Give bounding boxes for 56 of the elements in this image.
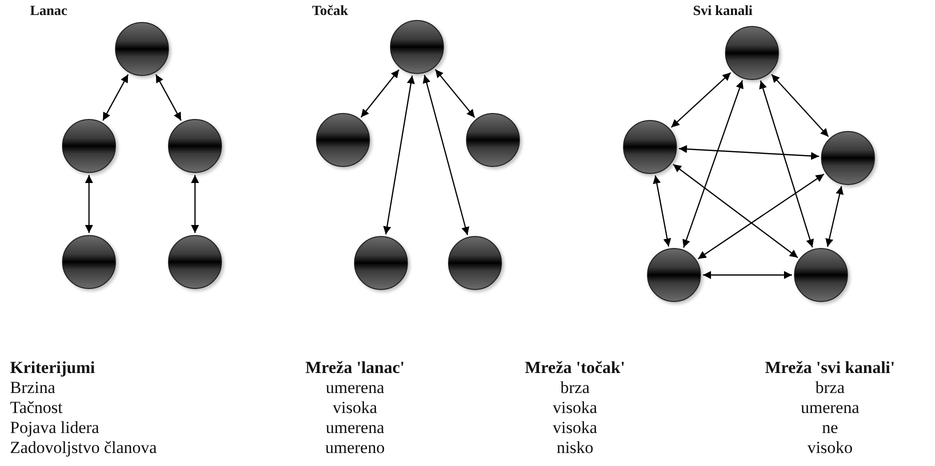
member-circle bbox=[794, 248, 848, 302]
member-circle bbox=[448, 236, 502, 290]
table-cell-text: Pojava lidera bbox=[10, 418, 100, 438]
double-arrow bbox=[422, 74, 470, 236]
table-cell-text: brza bbox=[559, 378, 591, 398]
double-arrow bbox=[825, 186, 844, 247]
double-arrow bbox=[434, 69, 476, 118]
double-arrow bbox=[703, 271, 792, 279]
double-arrow bbox=[670, 72, 732, 128]
table-cell-text: Zadovoljstvo članova bbox=[10, 438, 158, 458]
network-title: Točak bbox=[312, 4, 348, 20]
table-cell-text: visoka bbox=[552, 418, 598, 438]
member-circle bbox=[647, 248, 701, 302]
table-cell-text: brza bbox=[814, 378, 846, 398]
network-title: Svi kanali bbox=[693, 4, 753, 20]
member-circle bbox=[354, 236, 408, 290]
double-arrow bbox=[678, 145, 820, 160]
member-circle bbox=[466, 113, 520, 167]
double-arrow bbox=[652, 175, 672, 247]
double-arrow bbox=[759, 80, 814, 248]
double-arrow bbox=[191, 175, 199, 233]
member-circle bbox=[316, 113, 370, 167]
table-cell-text: visoka bbox=[332, 398, 378, 418]
network-title: Lanac bbox=[30, 4, 68, 20]
column-header: Kriterijumi bbox=[10, 358, 96, 378]
table-cell-text: umereno bbox=[324, 438, 386, 458]
member-circle bbox=[725, 26, 779, 80]
double-arrow bbox=[672, 164, 798, 258]
column-header: Mreža 'lanac' bbox=[304, 358, 406, 378]
member-circle bbox=[821, 131, 875, 185]
table-cell-text: umerena bbox=[800, 398, 860, 418]
double-arrow bbox=[155, 74, 182, 121]
double-arrow bbox=[698, 174, 824, 260]
table-cell-text: ne bbox=[820, 418, 840, 438]
member-circle bbox=[62, 235, 116, 289]
double-arrow bbox=[85, 175, 93, 233]
member-circle bbox=[623, 120, 677, 174]
member-circle bbox=[168, 119, 222, 173]
table-cell-text: umerena bbox=[324, 378, 386, 398]
double-arrow bbox=[682, 80, 744, 248]
table-cell-text: nisko bbox=[556, 438, 594, 458]
double-arrow bbox=[383, 76, 415, 234]
double-arrow bbox=[771, 74, 829, 137]
column-header: Mreža 'točak' bbox=[524, 358, 626, 378]
member-circle bbox=[168, 235, 222, 289]
table-cell-text: Tačnost bbox=[10, 398, 64, 418]
member-circle bbox=[115, 22, 169, 76]
double-arrow bbox=[360, 69, 400, 118]
member-circle bbox=[62, 119, 116, 173]
double-arrow bbox=[102, 74, 129, 121]
table-cell-text: Brzina bbox=[10, 378, 56, 398]
table-cell-text: umerena bbox=[324, 418, 386, 438]
table-cell-text: visoko bbox=[806, 438, 854, 458]
column-header: Mreža 'svi kanali' bbox=[764, 358, 896, 378]
table-cell-text: visoka bbox=[552, 398, 598, 418]
member-circle bbox=[390, 20, 444, 74]
